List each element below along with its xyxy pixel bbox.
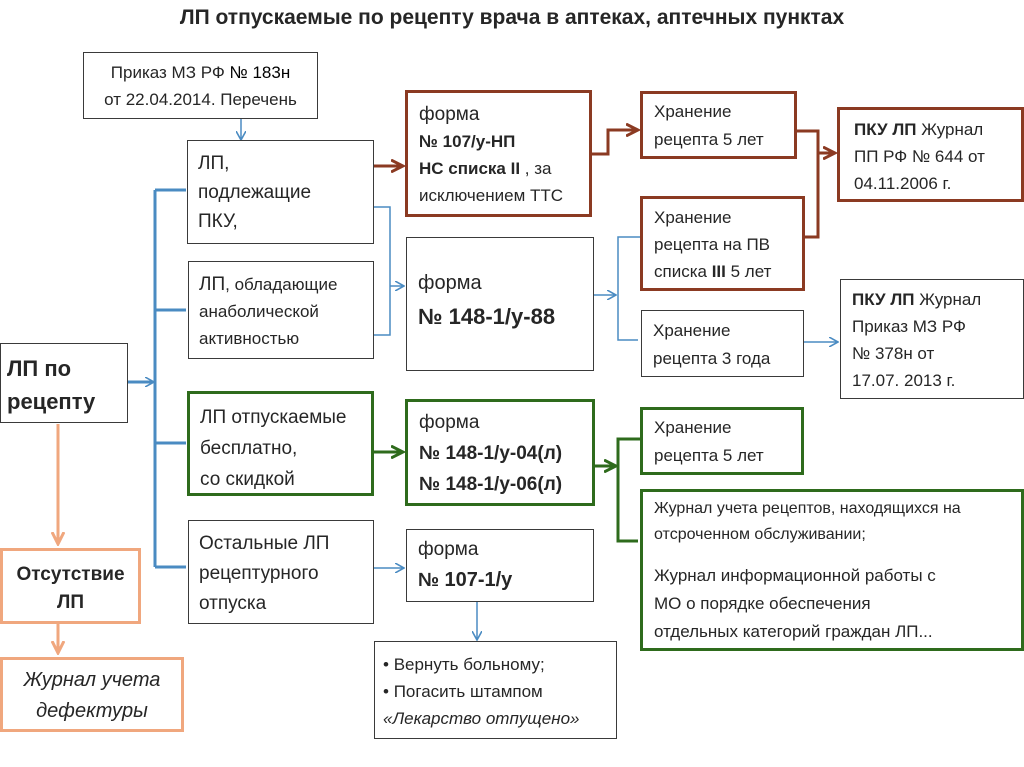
- journals-box: Журнал учета рецептов, находящихся на от…: [640, 489, 1024, 651]
- storage-5-years-green-box: Хранение рецепта 5 лет: [640, 407, 804, 475]
- storage-5-years-box: Хранение рецепта 5 лет: [640, 91, 797, 159]
- pku-journal-378-box: ПКУ ЛП Журнал Приказ МЗ РФ № 378н от 17.…: [840, 279, 1024, 399]
- order-box: Приказ МЗ РФ № 183н от 22.04.2014. Переч…: [83, 52, 318, 119]
- page-title: ЛП отпускаемые по рецепту врача в аптека…: [179, 6, 845, 29]
- pku-drugs-box: ЛП, подлежащие ПКУ,: [187, 140, 374, 244]
- pku-journal-644-box: ПКУ ЛП Журнал ПП РФ № 644 от 04.11.2006 …: [837, 107, 1024, 202]
- other-drugs-box: Остальные ЛП рецептурного отпуска: [188, 520, 374, 624]
- defect-journal-box: Журнал учета дефектуры: [0, 657, 184, 732]
- free-drugs-box: ЛП отпускаемые бесплатно, со скидкой: [187, 391, 374, 496]
- absence-box: Отсутствие ЛП: [0, 548, 141, 624]
- lp-recipe-box: ЛП по рецепту: [0, 343, 128, 423]
- form-107-1-box: форма № 107-1/у: [406, 529, 594, 602]
- form-107-np-box: форма № 107/у-НП НС списка II , за исклю…: [405, 90, 592, 217]
- storage-3-years-box: Хранение рецепта 3 года: [641, 310, 804, 377]
- storage-pv-box: Хранение рецепта на ПВ списка III 5 лет: [640, 196, 805, 291]
- anabolic-drugs-box: ЛП, обладающие анаболической активностью: [188, 261, 374, 359]
- actions-box: • Вернуть больному; • Погасить штампом «…: [374, 641, 617, 739]
- form-148-04-box: форма № 148-1/у-04(л) № 148-1/у-06(л): [405, 399, 595, 506]
- form-148-88-box: форма № 148-1/у-88: [406, 237, 594, 371]
